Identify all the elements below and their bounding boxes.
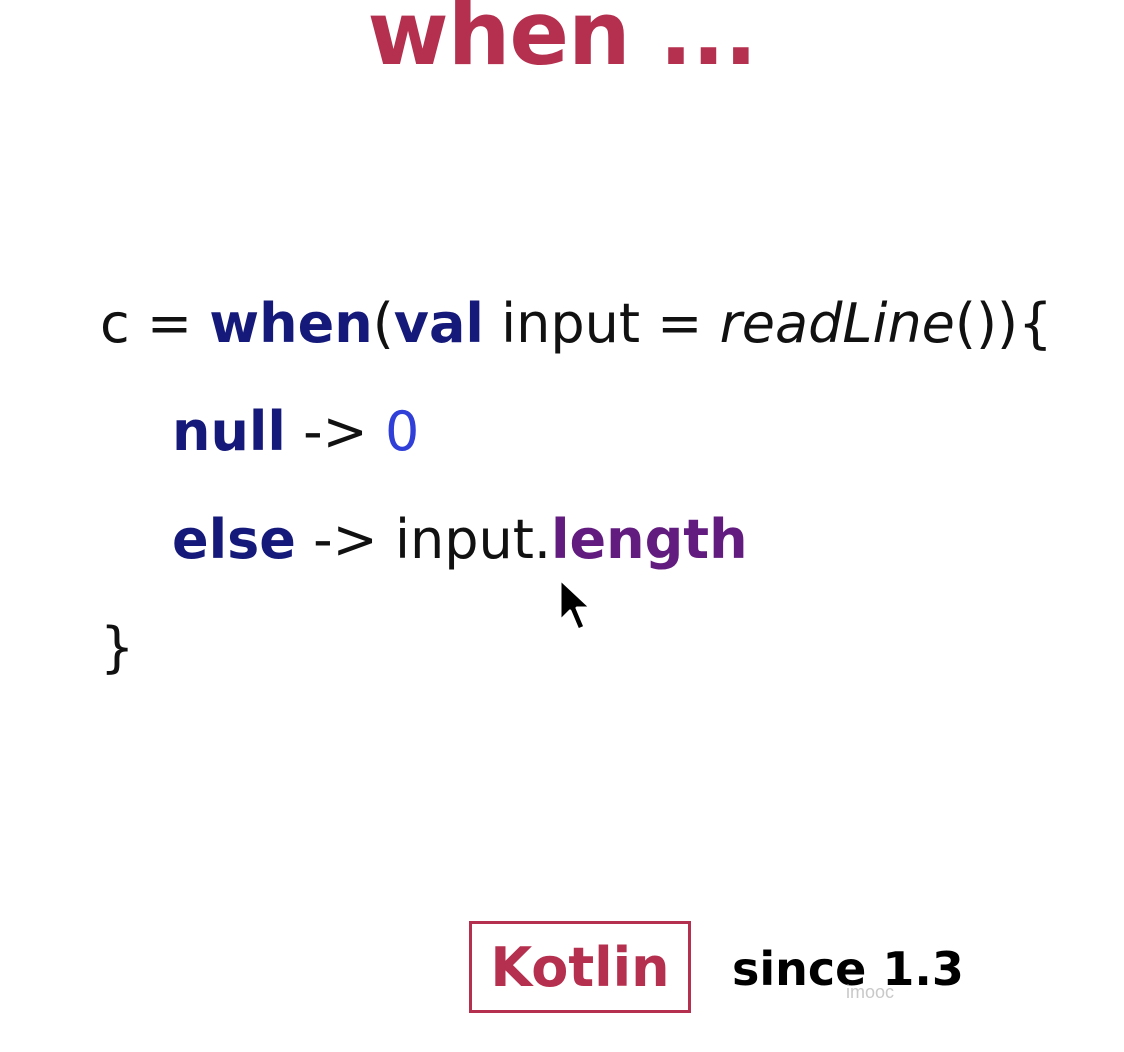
keyword-val: val [393, 292, 484, 355]
keyword-when: when [209, 292, 373, 355]
code-arrow: -> [295, 508, 395, 571]
code-line-2: null -> 0 [100, 378, 1052, 486]
code-paren-open: ( [372, 292, 394, 355]
slide-title: when ... [367, 0, 757, 85]
code-receiver: input. [394, 508, 552, 571]
code-line-4: } [100, 594, 1052, 702]
code-arrow: -> [285, 400, 385, 463]
code-line-3: else -> input.length [100, 486, 1052, 594]
number-literal: 0 [384, 400, 420, 463]
keyword-else: else [172, 508, 296, 571]
mouse-pointer-icon [558, 577, 593, 632]
kotlin-badge: Kotlin [469, 921, 691, 1013]
watermark: imooc [846, 982, 895, 1002]
code-line1-tail: ()){ [954, 292, 1053, 355]
kotlin-badge-label: Kotlin [490, 935, 670, 999]
code-input-assign: input = [483, 292, 720, 355]
function-readline: readLine [719, 292, 955, 355]
property-length: length [551, 508, 748, 571]
code-assign: = [129, 292, 210, 355]
since-version-label: since 1.3 [732, 942, 964, 996]
keyword-null: null [172, 400, 286, 463]
code-var: c [100, 292, 130, 355]
code-line-1: c = when(val input = readLine()){ [100, 270, 1052, 378]
code-close-brace: } [100, 616, 135, 679]
code-block: c = when(val input = readLine()){ null -… [100, 270, 1052, 702]
